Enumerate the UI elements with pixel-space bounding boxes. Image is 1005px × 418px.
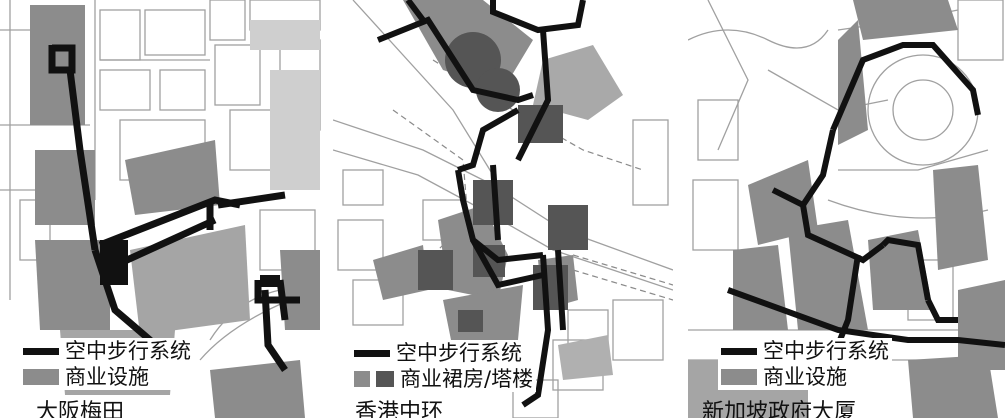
legend-walkway-label: 空中步行系统 [763,339,889,363]
panel-osaka-umeda: 空中步行系统 商业设施 大阪梅田 [0,0,325,418]
commercial-swatch [354,371,370,387]
legend-item-walkway: 空中步行系统 [721,338,889,364]
legend-commercial-label: 商业设施 [65,365,149,389]
legend-item-walkway: 空中步行系统 [354,340,533,366]
legend-item-commercial: 商业设施 [23,364,191,390]
legend-walkway-label: 空中步行系统 [396,341,522,365]
legend-commercial-label: 商业裙房/塔楼 [400,367,534,391]
commercial-swatch [721,369,757,385]
panel-caption: 新加坡政府大厦 [702,400,857,418]
legend: 空中步行系统 商业设施 [718,338,892,390]
legend-item-commercial: 商业裙房/塔楼 [354,366,533,392]
legend: 空中步行系统 商业裙房/塔楼 [351,340,537,392]
panel-caption: 大阪梅田 [36,400,125,418]
walkway-swatch [23,347,59,355]
walkway-swatch [721,347,757,355]
panel-caption: 香港中环 [355,400,444,418]
tower-swatch [376,371,394,387]
legend-item-commercial: 商业设施 [721,364,889,390]
panel-singapore-government: 空中步行系统 商业设施 新加坡政府大厦 [688,0,1005,418]
legend-walkway-label: 空中步行系统 [65,339,191,363]
legend-commercial-label: 商业设施 [763,365,847,389]
walkway-swatch [354,349,390,357]
singapore-map [688,0,1005,418]
legend: 空中步行系统 商业设施 [20,338,194,390]
legend-item-walkway: 空中步行系统 [23,338,191,364]
panel-hongkong-central: 空中步行系统 商业裙房/塔楼 香港中环 [333,0,673,418]
hongkong-map [333,0,673,418]
commercial-swatch [23,369,59,385]
